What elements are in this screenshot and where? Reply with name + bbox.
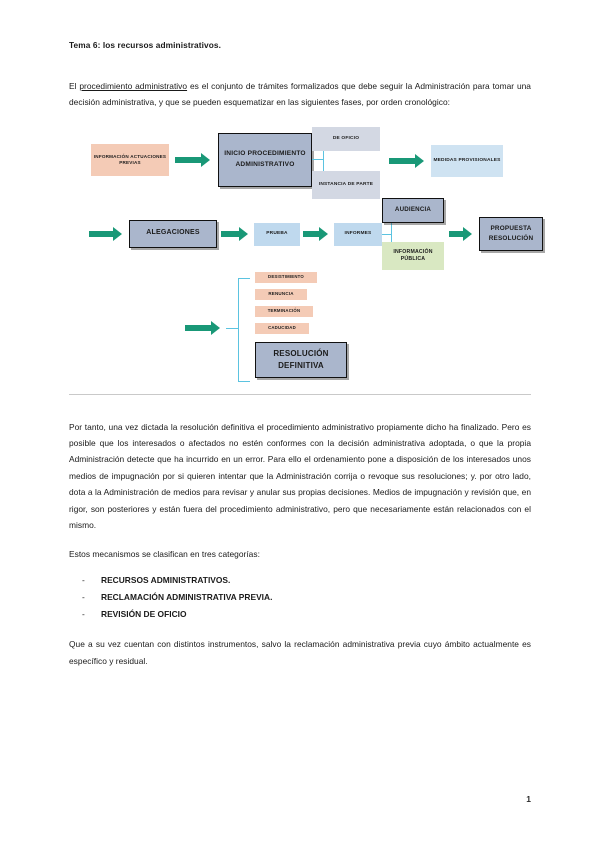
section-divider [69,393,531,395]
list-item-label: RECURSOS ADMINISTRATIVOS. [101,574,231,585]
body-paragraph-2: Por tanto, una vez dictada la resolución… [69,421,531,530]
list-item: - RECURSOS ADMINISTRATIVOS. [69,572,531,589]
list-item-label: REVISIÓN DE OFICIO [101,609,187,620]
node-audiencia: AUDIENCIA [382,197,444,223]
intro-prefix: El [69,80,80,91]
node-alegaciones: ALEGACIONES [129,219,217,248]
intro-paragraph: El procedimiento administrativo es el co… [69,78,531,111]
document-content: Tema 6: los recursos administrativos. El… [69,40,543,682]
node-caducidad: CADUCIDAD [255,322,309,334]
node-inicio-procedimiento: INICIO PROCEDIMIENTO ADMINISTRATIVO [218,132,312,187]
connector-resolucion-stub [226,327,238,330]
page-number: 1 [526,794,531,804]
node-de-oficio: DE OFICIO [312,126,380,151]
body-paragraph-4: Que a su vez cuentan con distintos instr… [69,639,531,666]
list-item-label: RECLAMACIÓN ADMINISTRATIVA PREVIA. [101,591,273,602]
categories-list: - RECURSOS ADMINISTRATIVOS. - RECLAMACIÓ… [69,572,531,624]
procedure-flow-diagram: INFORMACIÓN ACTUACIONES PREVIAS INICIO P… [69,124,543,382]
list-marker: - [82,591,85,602]
connector-informes-stub [382,233,392,236]
list-item: - REVISIÓN DE OFICIO [69,606,531,623]
node-informes: INFORMES [334,222,382,246]
connector-inicio-stub [312,158,324,161]
node-resolucion-definitiva: RESOLUCIÓN DEFINITIVA [255,341,347,378]
node-desistimiento: DESISTIMIENTO [255,271,317,283]
list-marker: - [82,574,85,585]
node-prueba: PRUEBA [254,222,300,246]
page-title: Tema 6: los recursos administrativos. [69,40,222,50]
underlined-term: procedimiento administrativo [79,80,188,91]
node-informacion-previa: INFORMACIÓN ACTUACIONES PREVIAS [91,143,169,176]
node-informacion-publica: INFORMACIÓN PÚBLICA [382,241,444,270]
node-propuesta-resolucion: PROPUESTA RESOLUCIÓN [479,216,543,251]
connector-informes-bracket [382,207,392,262]
intro-rest: es el conjunto de trámites formalizados … [69,80,531,108]
node-medidas-provisionales: MEDIDAS PROVISIONALES [431,144,503,177]
node-terminacion: TERMINACIÓN [255,305,313,317]
connector-inicio-bracket [312,137,324,194]
connector-resolucion-bracket [238,277,250,382]
list-item: - RECLAMACIÓN ADMINISTRATIVA PREVIA. [69,589,531,606]
node-renuncia: RENUNCIA [255,288,307,300]
body-paragraph-3: Estos mecanismos se clasifican en tres c… [69,549,260,560]
list-marker: - [82,609,85,620]
node-instancia-de-parte: INSTANCIA DE PARTE [312,170,380,199]
